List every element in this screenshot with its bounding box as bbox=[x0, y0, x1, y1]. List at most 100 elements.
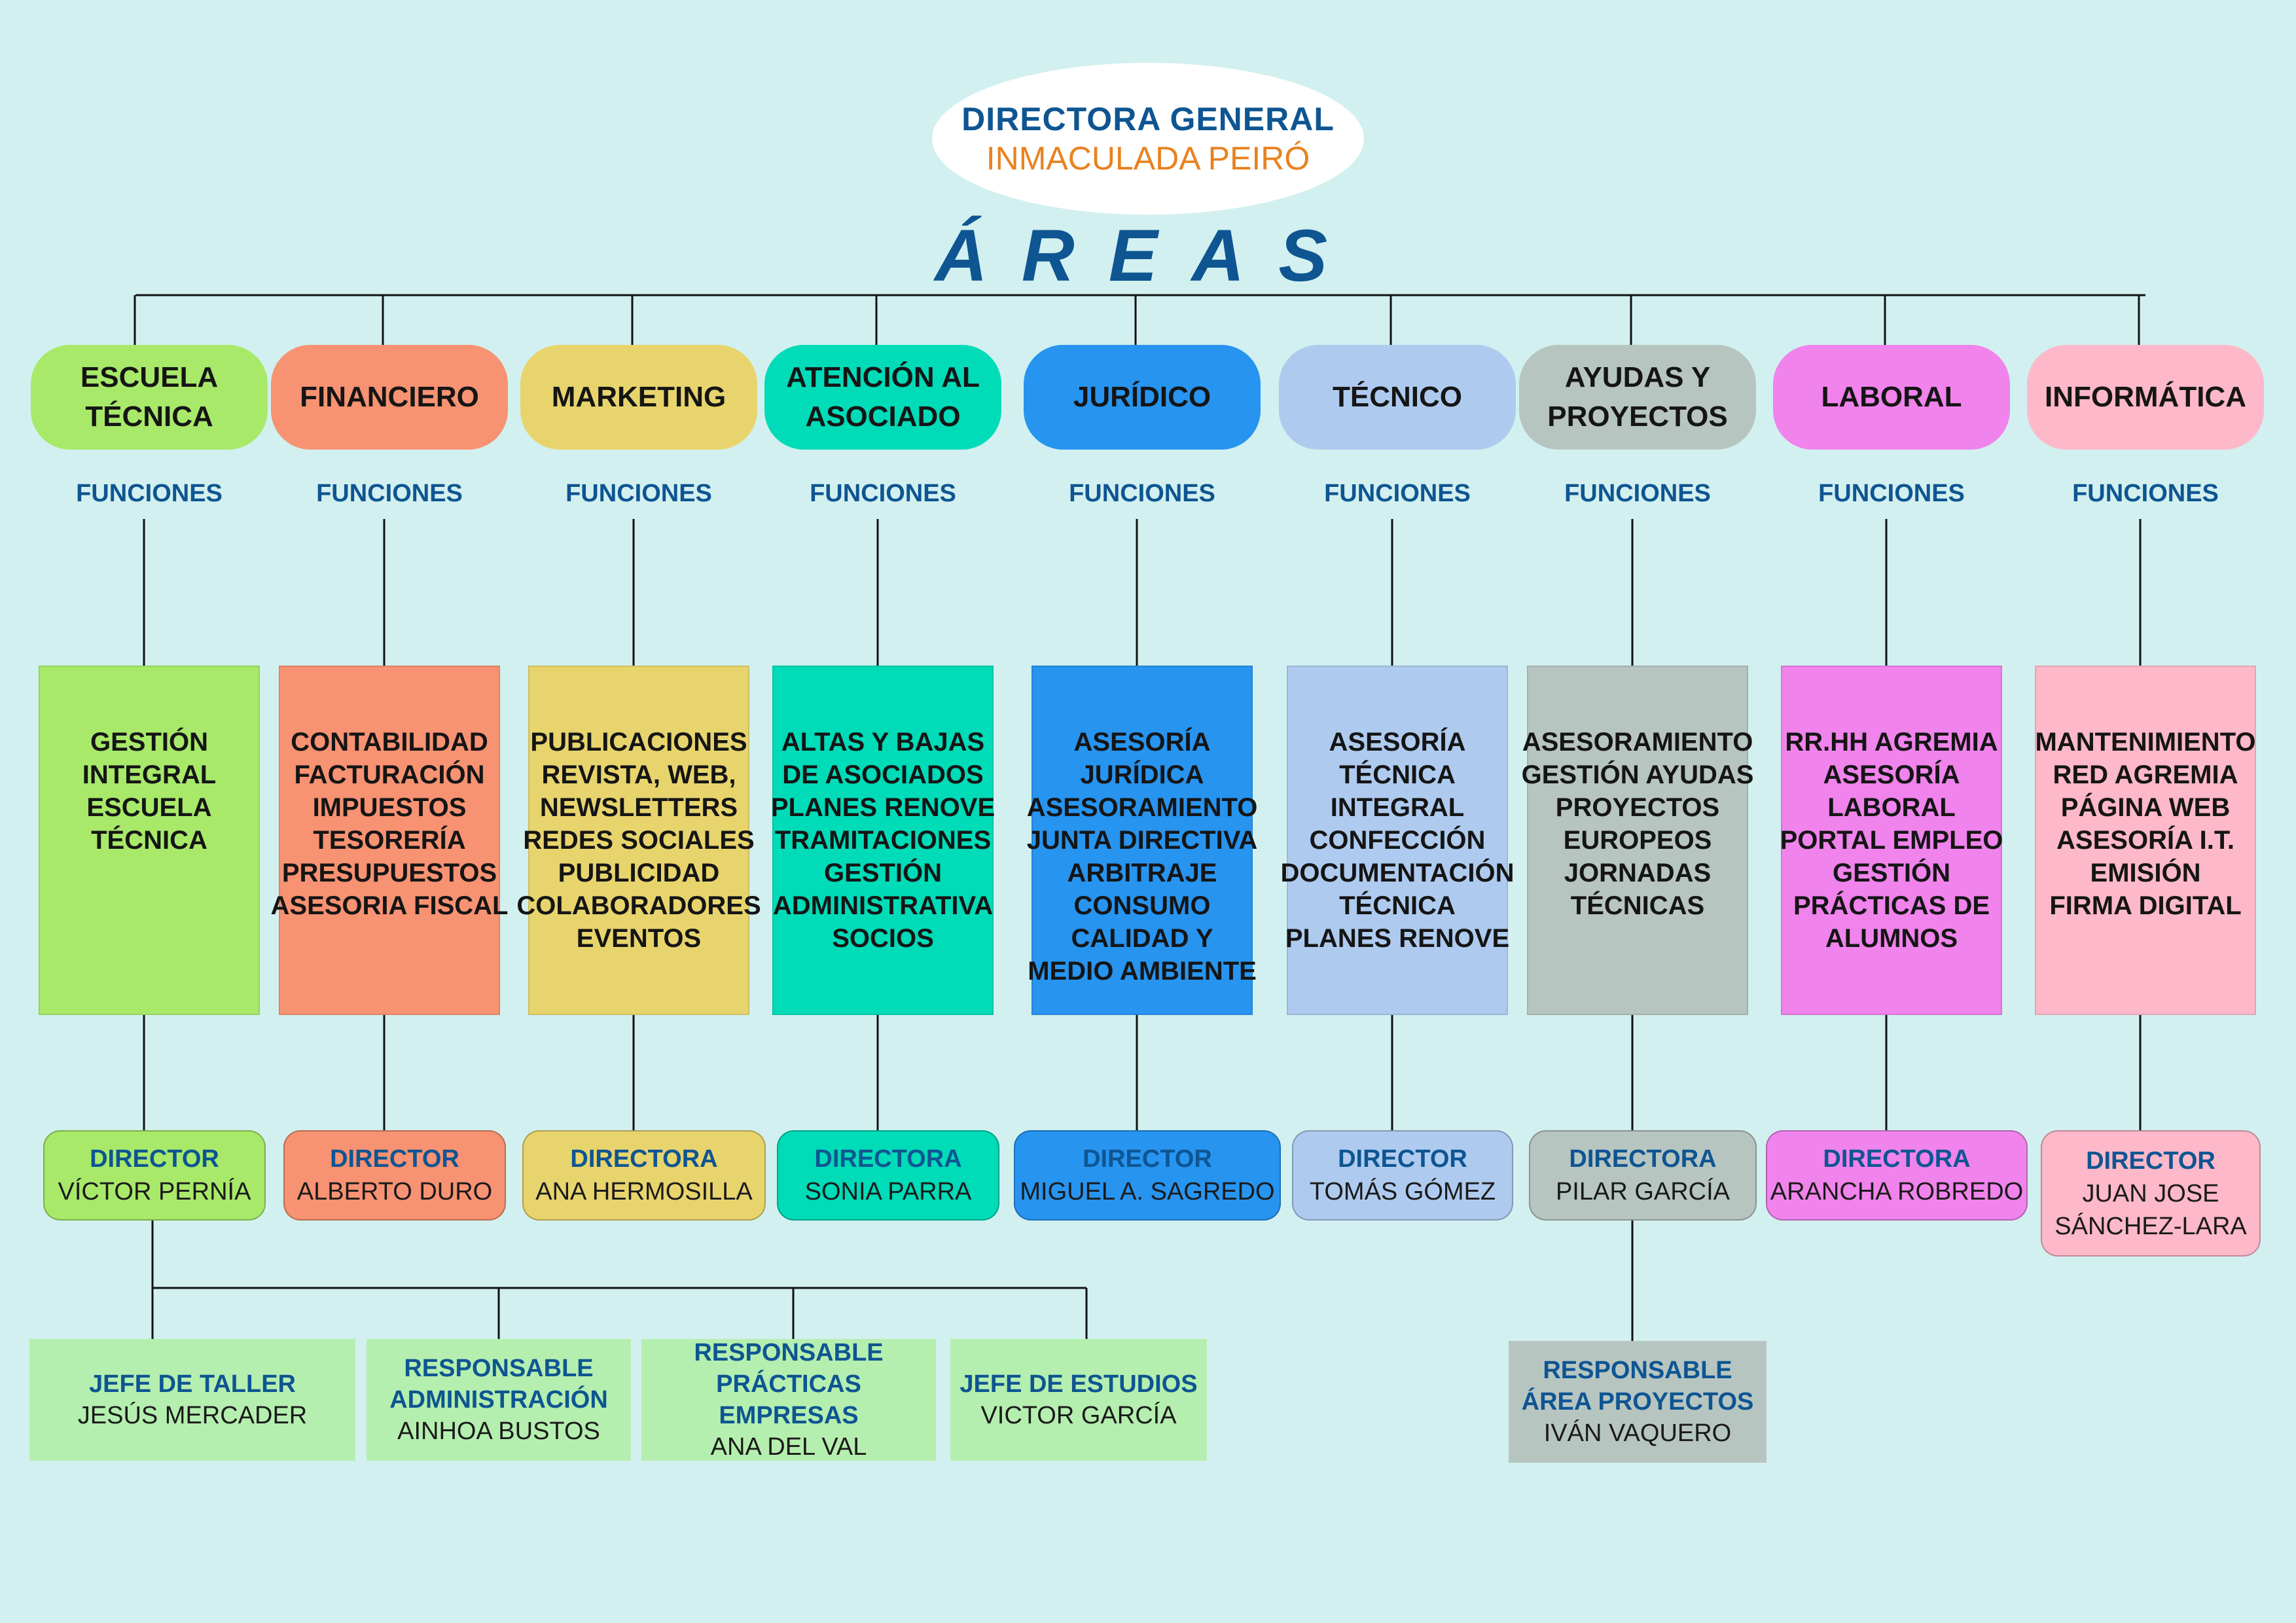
function-item: ARBITRAJE bbox=[1067, 859, 1217, 887]
function-item: ESCUELA bbox=[86, 793, 212, 822]
director-role: DIRECTOR bbox=[90, 1145, 219, 1173]
area-pill: ESCUELA TÉCNICA bbox=[31, 345, 268, 450]
area-pill: INFORMÁTICA bbox=[2027, 345, 2264, 450]
function-item: JORNADAS bbox=[1564, 859, 1712, 887]
function-item: JURÍDICA bbox=[1080, 760, 1204, 789]
function-item: GESTIÓN bbox=[823, 859, 942, 887]
function-item: REVISTA, WEB, bbox=[541, 760, 736, 789]
function-item: PLANES RENOVE bbox=[770, 793, 996, 822]
director-role: DIRECTOR bbox=[1083, 1145, 1212, 1173]
functions-label-text: FUNCIONES bbox=[1069, 479, 1215, 507]
director-name: VÍCTOR PERNÍA bbox=[58, 1178, 251, 1205]
area-name: INFORMÁTICA bbox=[2045, 381, 2246, 413]
functions-box: ASESORÍA JURÍDICA ASESORAMIENTO JUNTA DIREC… bbox=[1027, 666, 1257, 1015]
functions-label-text: FUNCIONES bbox=[1564, 479, 1711, 507]
function-item: ALTAS Y BAJAS bbox=[781, 728, 985, 757]
function-item: TRAMITACIONES bbox=[774, 826, 992, 855]
function-item: CONFECCIÓN bbox=[1309, 826, 1486, 855]
director-general-title: DIRECTORA GENERAL bbox=[961, 101, 1335, 137]
functions-label: FUNCIONES bbox=[1280, 474, 1515, 512]
function-item: ASESORIA FISCAL bbox=[270, 891, 509, 920]
function-item: PUBLICIDAD bbox=[558, 859, 720, 887]
director-name: ARANCHA ROBREDO bbox=[1770, 1178, 2024, 1205]
area-pill: LABORAL bbox=[1773, 345, 2010, 450]
functions-label: FUNCIONES bbox=[272, 474, 507, 512]
function-item: CONTABILIDAD bbox=[291, 728, 488, 757]
director-role: DIRECTORA bbox=[1823, 1145, 1971, 1173]
function-item: ASESORÍA bbox=[1329, 728, 1466, 757]
area-name: MARKETING bbox=[551, 381, 726, 413]
function-item: IMPUESTOS bbox=[312, 793, 467, 822]
function-item: TÉCNICA bbox=[91, 826, 207, 855]
function-item: JUNTA DIRECTIVA bbox=[1026, 826, 1258, 855]
function-item: PRÁCTICAS DE bbox=[1793, 891, 1990, 920]
subunit-name: VICTOR GARCÍA bbox=[980, 1402, 1177, 1429]
director-name: SONIA PARRA bbox=[804, 1178, 972, 1205]
function-item: MANTENIMIENTO bbox=[2035, 728, 2256, 757]
function-item: PUBLICACIONES bbox=[530, 728, 747, 757]
director-role: DIRECTOR bbox=[1338, 1145, 1467, 1173]
function-item: ADMINISTRATIVA bbox=[772, 891, 994, 920]
function-item: ASESORÍA bbox=[1073, 728, 1211, 757]
function-item: PROYECTOS bbox=[1555, 793, 1720, 822]
function-item: NEWSLETTERS bbox=[539, 793, 738, 822]
director-general-node: DIRECTORA GENERAL INMACULADA PEIRÓ bbox=[932, 63, 1364, 215]
director-name: ANA HERMOSILLA bbox=[535, 1178, 753, 1205]
subunit-name: ANA DEL VAL bbox=[710, 1433, 867, 1461]
area-name: LABORAL bbox=[1821, 381, 1962, 413]
function-item: TÉCNICA bbox=[1339, 760, 1456, 789]
area-director-box: DIRECTOR MIGUEL A. SAGREDO bbox=[1014, 1130, 1281, 1221]
function-item: TÉCNICA bbox=[1339, 891, 1456, 920]
director-name: MIGUEL A. SAGREDO bbox=[1020, 1178, 1275, 1205]
functions-label-text: FUNCIONES bbox=[2072, 479, 2219, 507]
function-item: GESTIÓN AYUDAS bbox=[1521, 760, 1754, 789]
function-item: PRESUPUESTOS bbox=[281, 859, 497, 887]
subunit-name: AINHOA BUSTOS bbox=[397, 1418, 600, 1445]
function-item: LABORAL bbox=[1827, 793, 1956, 822]
functions-label: FUNCIONES bbox=[2028, 474, 2263, 512]
director-role: DIRECTORA bbox=[814, 1145, 962, 1173]
function-item: RR.HH AGREMIA bbox=[1785, 728, 1998, 757]
function-item: ASESORÍA I.T. bbox=[2056, 826, 2234, 855]
functions-label: FUNCIONES bbox=[1774, 474, 2009, 512]
director-name: PILAR GARCÍA bbox=[1555, 1178, 1731, 1205]
function-item: INTEGRAL bbox=[82, 760, 217, 789]
functions-label: FUNCIONES bbox=[765, 474, 1001, 512]
area-pill: ATENCIÓN AL ASOCIADO bbox=[764, 345, 1001, 450]
area-name: ATENCIÓN AL ASOCIADO bbox=[786, 361, 980, 433]
functions-label-text: FUNCIONES bbox=[316, 479, 463, 507]
director-name: TOMÁS GÓMEZ bbox=[1309, 1178, 1496, 1205]
function-item: SOCIOS bbox=[832, 924, 934, 953]
area-director-box: DIRECTORA ARANCHA ROBREDO bbox=[1766, 1130, 2028, 1221]
area-pill: TÉCNICO bbox=[1279, 345, 1516, 450]
subunit-name: IVÁN VAQUERO bbox=[1543, 1419, 1732, 1447]
functions-label: FUNCIONES bbox=[1520, 474, 1755, 512]
director-role: DIRECTOR bbox=[330, 1145, 459, 1173]
function-item: FIRMA DIGITAL bbox=[2049, 891, 2242, 920]
area-director-box: DIRECTORA SONIA PARRA bbox=[777, 1130, 999, 1221]
functions-label: FUNCIONES bbox=[31, 474, 267, 512]
function-item: ASESORAMIENTO bbox=[1026, 793, 1258, 822]
function-item: FACTURACIÓN bbox=[294, 760, 485, 789]
functions-label-text: FUNCIONES bbox=[1324, 479, 1471, 507]
subunit-name: JESÚS MERCADER bbox=[77, 1402, 308, 1429]
function-item: TÉCNICAS bbox=[1570, 891, 1705, 920]
function-item: DOCUMENTACIÓN bbox=[1280, 859, 1515, 887]
area-name: TÉCNICO bbox=[1333, 381, 1462, 413]
functions-label: FUNCIONES bbox=[521, 474, 757, 512]
area-name: ESCUELA TÉCNICA bbox=[80, 361, 219, 433]
